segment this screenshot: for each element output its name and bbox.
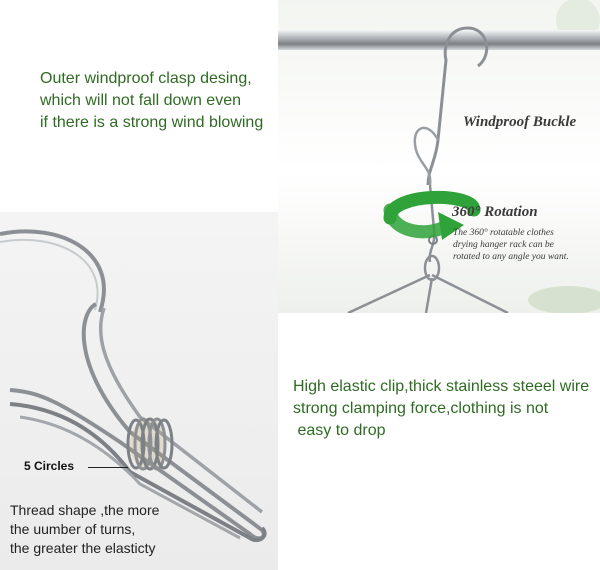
hanger-arm xyxy=(424,277,434,313)
thread-caption-line-2: the uumber of turns, xyxy=(10,521,136,537)
thread-caption-line-1: Thread shape ,the more xyxy=(10,502,160,518)
clip-hook-loop xyxy=(0,229,106,313)
spring-circles-label: 5 Circles xyxy=(24,459,75,473)
background-foliage xyxy=(528,286,600,313)
spring-label-pointer xyxy=(88,467,128,468)
clip-illustration xyxy=(0,229,267,543)
windproof-caption-line-2: which will not fall down even xyxy=(40,92,241,109)
clip-photo-panel: 5 Circles Thread shape ,the more the uum… xyxy=(0,212,278,570)
windproof-buckle-label: Windproof Buckle xyxy=(463,114,577,130)
clip-lower-wire xyxy=(9,402,267,543)
windproof-caption-line-3: if there is a strong wind blowing xyxy=(40,114,264,131)
windproof-buckle xyxy=(413,126,440,186)
rotation-note-line-2: drying hanger rack can be xyxy=(453,240,554,250)
clip-caption-line-2: strong clamping force,clothing is not xyxy=(293,400,549,417)
clip-caption: High elastic clip,thick stainless steeel… xyxy=(293,376,589,442)
rotation-note: The 360° rotatable clothes drying hanger… xyxy=(453,227,593,263)
thread-caption-line-3: the greater the elasticty xyxy=(10,540,156,556)
s-hook xyxy=(426,26,489,186)
rotation-label: 360° Rotation xyxy=(452,204,538,220)
hanger-arm xyxy=(431,273,509,313)
hanging-rod xyxy=(278,30,600,50)
windproof-caption: Outer windproof clasp desing, which will… xyxy=(40,68,280,134)
clip-caption-line-3: easy to drop xyxy=(293,422,386,439)
windproof-caption-line-1: Outer windproof clasp desing, xyxy=(40,70,252,87)
hook-illustration xyxy=(278,0,600,313)
thread-caption: Thread shape ,the more the uumber of tur… xyxy=(10,501,159,558)
rotation-note-line-3: rotated to any angle you want. xyxy=(453,252,569,262)
clip-caption-line-1: High elastic clip,thick stainless steeel… xyxy=(293,378,590,395)
clip-upper-wire-inner xyxy=(98,307,264,514)
clip-lower-wire-inner xyxy=(19,415,241,540)
spring-coil xyxy=(126,417,174,471)
hook-photo-panel: Windproof Buckle 360° Rotation The 360° … xyxy=(278,0,600,313)
rotation-note-line-1: The 360° rotatable clothes xyxy=(453,228,554,238)
rotation-arrow-icon xyxy=(383,190,481,240)
hanger-arm xyxy=(347,273,431,313)
clip-hook-loop-highlight xyxy=(0,238,99,311)
